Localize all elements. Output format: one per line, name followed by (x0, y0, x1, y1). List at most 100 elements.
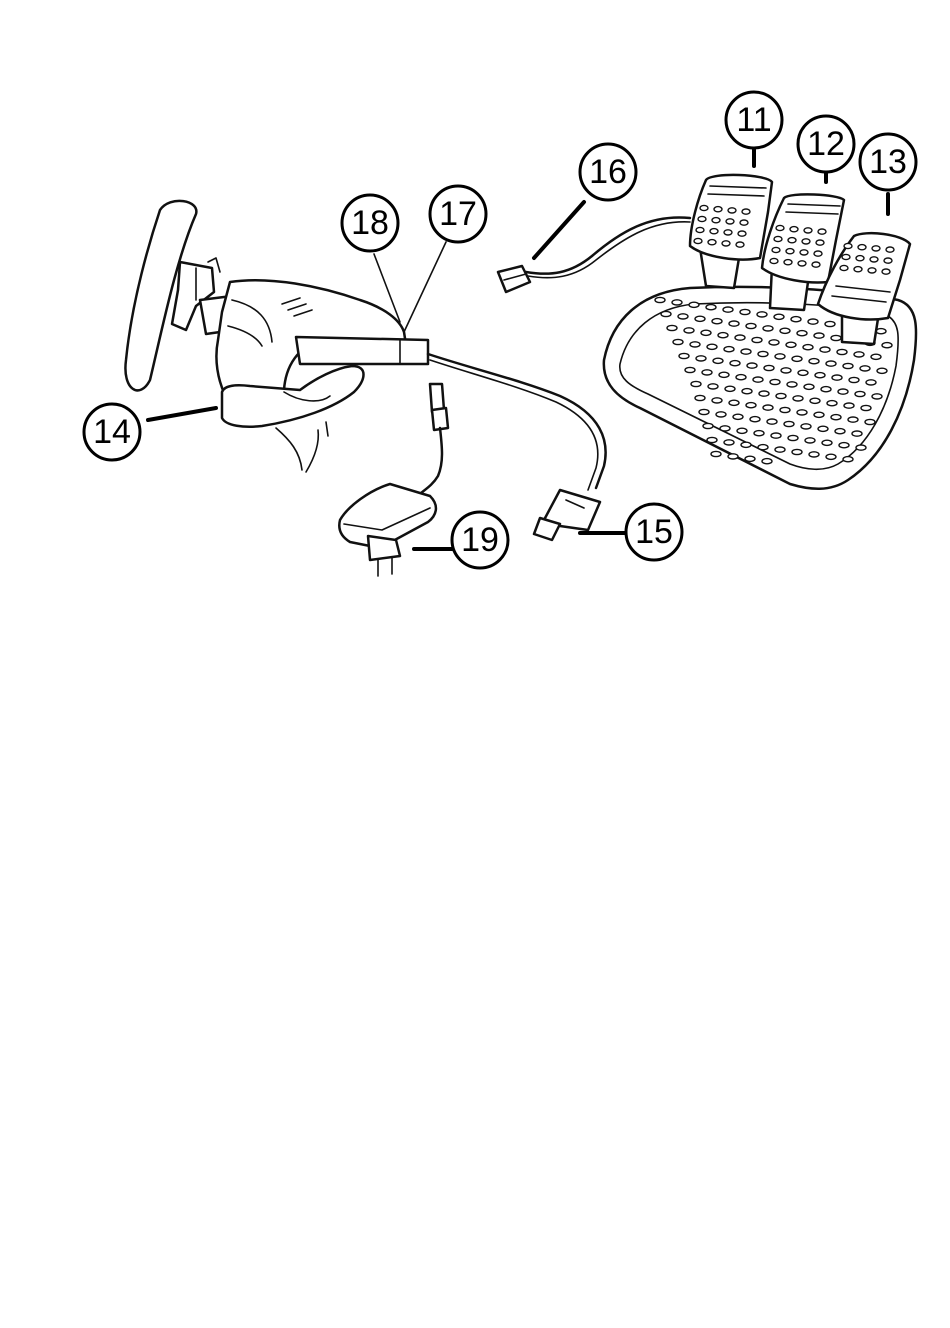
texture-dot (729, 400, 739, 405)
texture-dot (804, 228, 812, 233)
texture-dot (820, 347, 830, 352)
texture-dot (696, 356, 706, 361)
texture-dot (729, 321, 739, 326)
texture-dot (872, 394, 882, 399)
texture-dot (719, 372, 729, 377)
texture-dot (759, 391, 769, 396)
texture-dot (774, 236, 782, 241)
texture-dot (775, 447, 785, 452)
texture-dot (722, 241, 730, 246)
texture-dot (667, 325, 677, 330)
texture-dot (758, 351, 768, 356)
texture-dot (736, 242, 744, 247)
texture-dot (877, 368, 887, 373)
texture-dot (884, 258, 892, 263)
texture-dot (740, 220, 748, 225)
callout-label-17: 17 (439, 195, 477, 233)
texture-dot (790, 227, 798, 232)
texture-dot (838, 389, 848, 394)
texture-dot (825, 321, 835, 326)
texture-dot (774, 314, 784, 319)
texture-dot (788, 238, 796, 243)
texture-dot (793, 396, 803, 401)
texture-dot (728, 454, 738, 459)
texture-dot (818, 229, 826, 234)
texture-dot (797, 410, 807, 415)
texture-dot (865, 419, 875, 424)
texture-dot (827, 401, 837, 406)
texture-dot (710, 229, 718, 234)
texture-dot (750, 417, 760, 422)
texture-dot (809, 452, 819, 457)
texture-dot (854, 267, 862, 272)
texture-dot (776, 393, 786, 398)
texture-dot (826, 454, 836, 459)
texture-dot (816, 240, 824, 245)
texture-dot (784, 421, 794, 426)
texture-dot (860, 366, 870, 371)
texture-dot (842, 254, 850, 259)
texture-dot (856, 256, 864, 261)
texture-dot (730, 361, 740, 366)
texture-dot (708, 384, 718, 389)
texture-dot (691, 381, 701, 386)
texture-dot (679, 353, 689, 358)
texture-dot (882, 343, 892, 348)
callout-16: 16 (580, 144, 636, 200)
texture-dot (775, 354, 785, 359)
texture-dot (723, 307, 733, 312)
callout-18: 18 (342, 195, 398, 251)
texture-dot (718, 333, 728, 338)
texture-dot (745, 456, 755, 461)
texture-dot (689, 302, 699, 307)
texture-dot (741, 442, 751, 447)
texture-dot (695, 395, 705, 400)
texture-dot (724, 230, 732, 235)
callout-14: 14 (84, 404, 140, 460)
texture-dot (703, 423, 713, 428)
texture-dot (831, 415, 841, 420)
texture-dot (772, 247, 780, 252)
texture-dot (791, 317, 801, 322)
texture-dot (678, 314, 688, 319)
texture-dot (720, 426, 730, 431)
texture-dot (741, 349, 751, 354)
texture-dot (753, 377, 763, 382)
texture-dot (758, 445, 768, 450)
texture-dot (698, 216, 706, 221)
callout-label-19: 19 (461, 521, 499, 559)
texture-dot (700, 205, 708, 210)
texture-dot (736, 375, 746, 380)
texture-dot (726, 219, 734, 224)
texture-dot (837, 349, 847, 354)
texture-dot (733, 414, 743, 419)
texture-dot (752, 337, 762, 342)
texture-dot (725, 386, 735, 391)
texture-dot (706, 305, 716, 310)
callout-12: 12 (798, 116, 854, 172)
texture-dot (764, 365, 774, 370)
texture-dot (805, 438, 815, 443)
texture-dot (711, 451, 721, 456)
texture-dot (746, 403, 756, 408)
texture-dot (762, 459, 772, 464)
texture-dot (854, 352, 864, 357)
texture-dot (844, 403, 854, 408)
texture-dot (815, 373, 825, 378)
texture-dot (708, 240, 716, 245)
texture-dot (808, 319, 818, 324)
texture-dot (770, 258, 778, 263)
texture-dot (661, 311, 671, 316)
texture-dot (742, 389, 752, 394)
texture-dot (818, 426, 828, 431)
callout-label-15: 15 (635, 513, 673, 551)
texture-dot (872, 246, 880, 251)
texture-dot (701, 330, 711, 335)
texture-dot (712, 398, 722, 403)
texture-dot (804, 384, 814, 389)
texture-dot (843, 363, 853, 368)
texture-dot (712, 218, 720, 223)
texture-dot (792, 356, 802, 361)
texture-dot (780, 328, 790, 333)
texture-dot (673, 339, 683, 344)
